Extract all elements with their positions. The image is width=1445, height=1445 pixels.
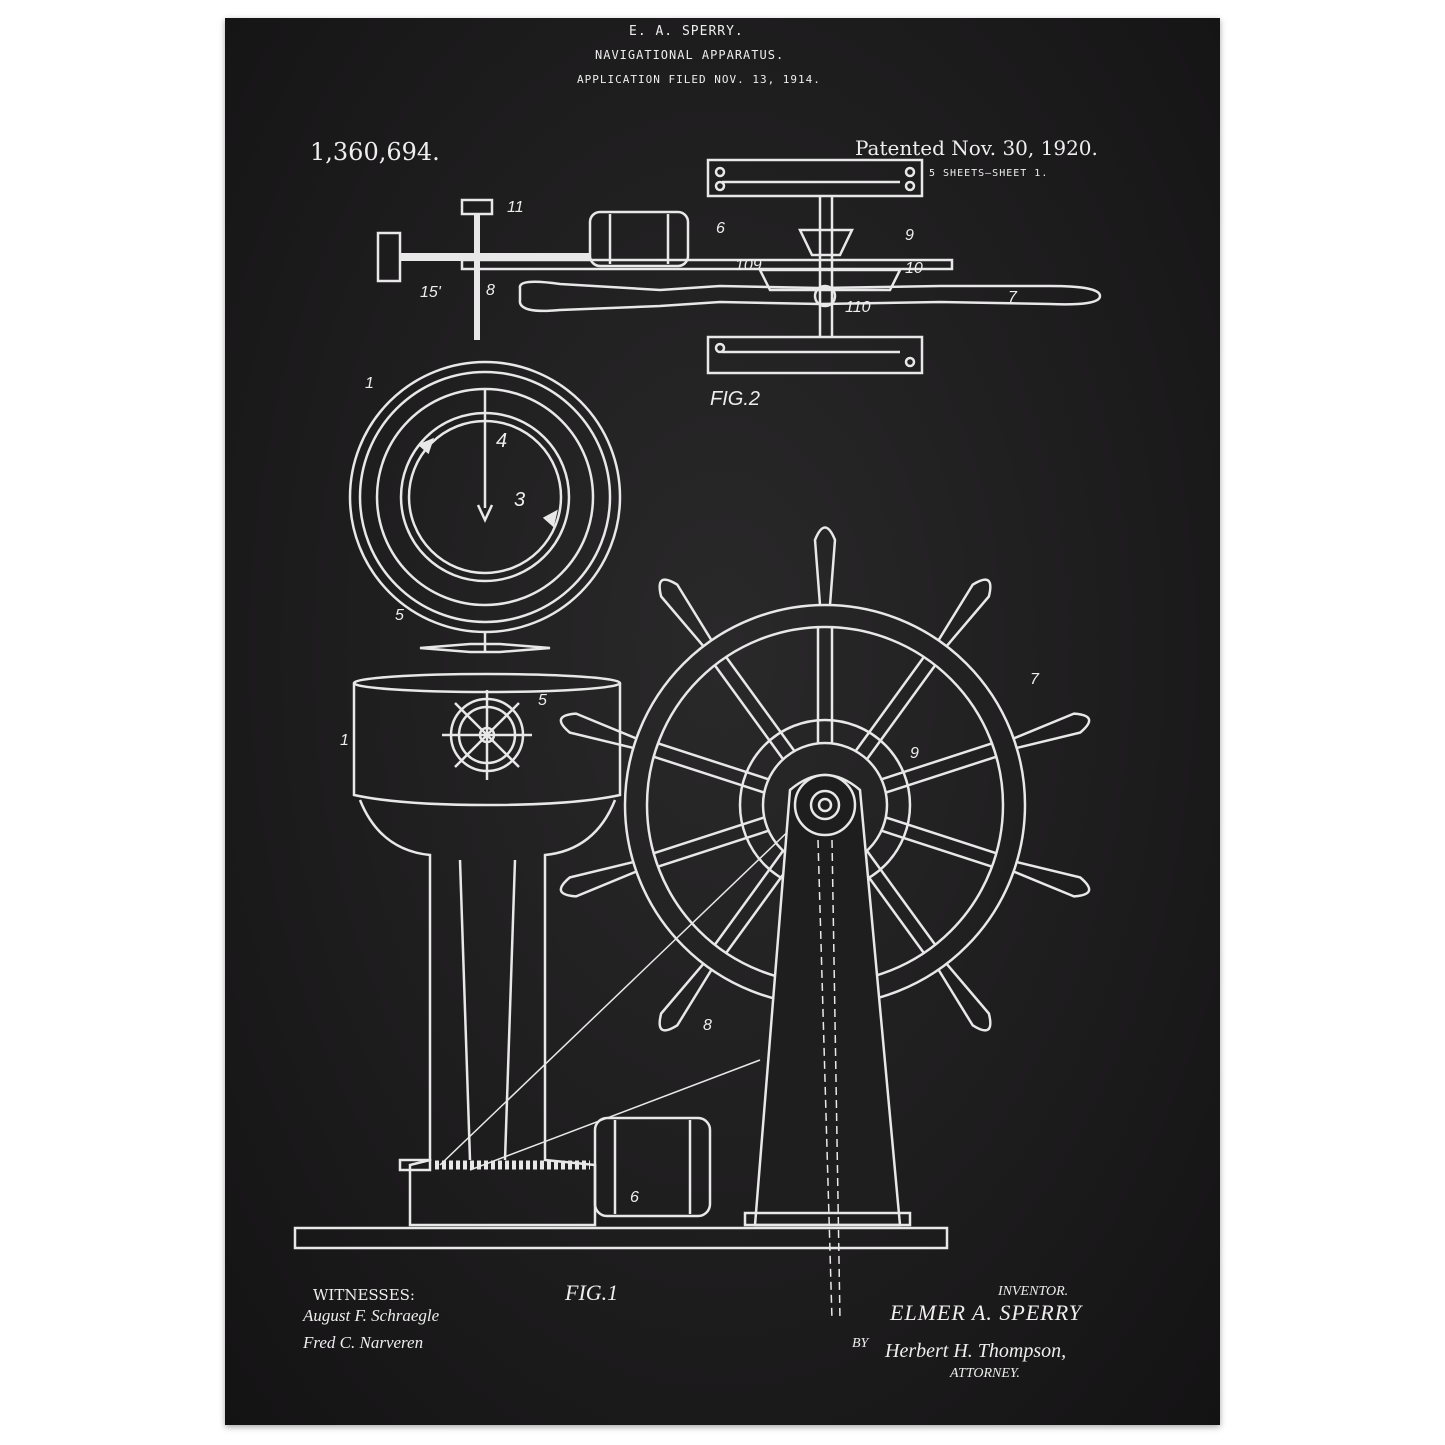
wheel-handle [658,963,713,1032]
by-label: BY [852,1336,869,1351]
filed-date: APPLICATION FILED NOV. 13, 1914. [577,73,821,86]
ref-8: 8 [486,282,495,299]
ref-7: 7 [1008,289,1018,306]
ref-1: 1 [365,375,374,392]
inventor-label: INVENTOR. [998,1284,1069,1299]
wheel-spoke [854,656,937,760]
inventor-name: ELMER A. SPERRY [890,1300,1083,1325]
sheets-info: 5 SHEETS—SHEET 1. [929,168,1049,179]
base-plate [293,1226,949,1250]
wheel-spoke [816,627,834,743]
fig2-mechanism [376,158,1102,375]
wheel-handle [937,578,992,647]
reference-numerals: 11 6 109 9 10 8 15' 7 110 1 4 3 5 FIG.2 … [340,199,1040,1206]
ref-6: 6 [716,220,725,237]
wheel-handle [559,860,637,898]
attorney-label: ATTORNEY. [950,1366,1020,1381]
ref-5: 5 [395,607,404,624]
wheel-handle [1013,712,1091,750]
wheel-spoke [881,816,997,868]
ref-109: 109 [735,257,762,274]
patent-number: 1,360,694. [310,138,440,166]
ref-11: 11 [507,199,524,216]
ref-6b: 6 [630,1189,639,1206]
wheel-spoke [653,742,769,794]
compass-dial [348,360,622,654]
wheel-spoke [881,742,997,794]
witness-2-signature: Fred C. Narveren [303,1333,424,1352]
patent-drawing: 11 6 109 9 10 8 15' 7 110 1 4 3 5 FIG.2 … [293,158,1102,1321]
ref-10: 10 [905,260,923,277]
ref-9b: 9 [910,745,919,762]
attorney-signature: Herbert H. Thompson, [885,1340,1067,1362]
wheel-spoke [713,656,796,760]
patent-title: NAVIGATIONAL APPARATUS. [595,48,785,62]
ref-4: 4 [496,430,507,452]
ref-3: 3 [514,489,525,511]
ref-15: 15' [420,284,442,301]
patent-poster: 11 6 109 9 10 8 15' 7 110 1 4 3 5 FIG.2 … [225,18,1220,1425]
ref-8b: 8 [703,1017,712,1034]
patented-date: Patented Nov. 30, 1920. [855,136,1098,160]
ref-5b: 5 [538,692,547,709]
wheel-handle [937,963,992,1032]
fig2-label: FIG.2 [710,388,760,410]
witness-1-signature: August F. Schraegle [303,1306,440,1325]
wheel-handle [658,578,713,647]
wheel-spoke [653,816,769,868]
binnacle [352,672,801,1227]
wheel-handle [1013,860,1091,898]
witnesses-label: WITNESSES: [313,1286,415,1304]
wheel-pedestal [743,773,912,1321]
ref-110: 110 [845,299,871,316]
ref-7b: 7 [1030,671,1040,688]
fig1-label: FIG.1 [565,1280,619,1305]
wheel-handle [813,526,837,606]
inventor-short: E. A. SPERRY. [629,24,744,39]
ref-1b: 1 [340,732,349,749]
wheel-handle [559,712,637,750]
ref-9: 9 [905,227,914,244]
